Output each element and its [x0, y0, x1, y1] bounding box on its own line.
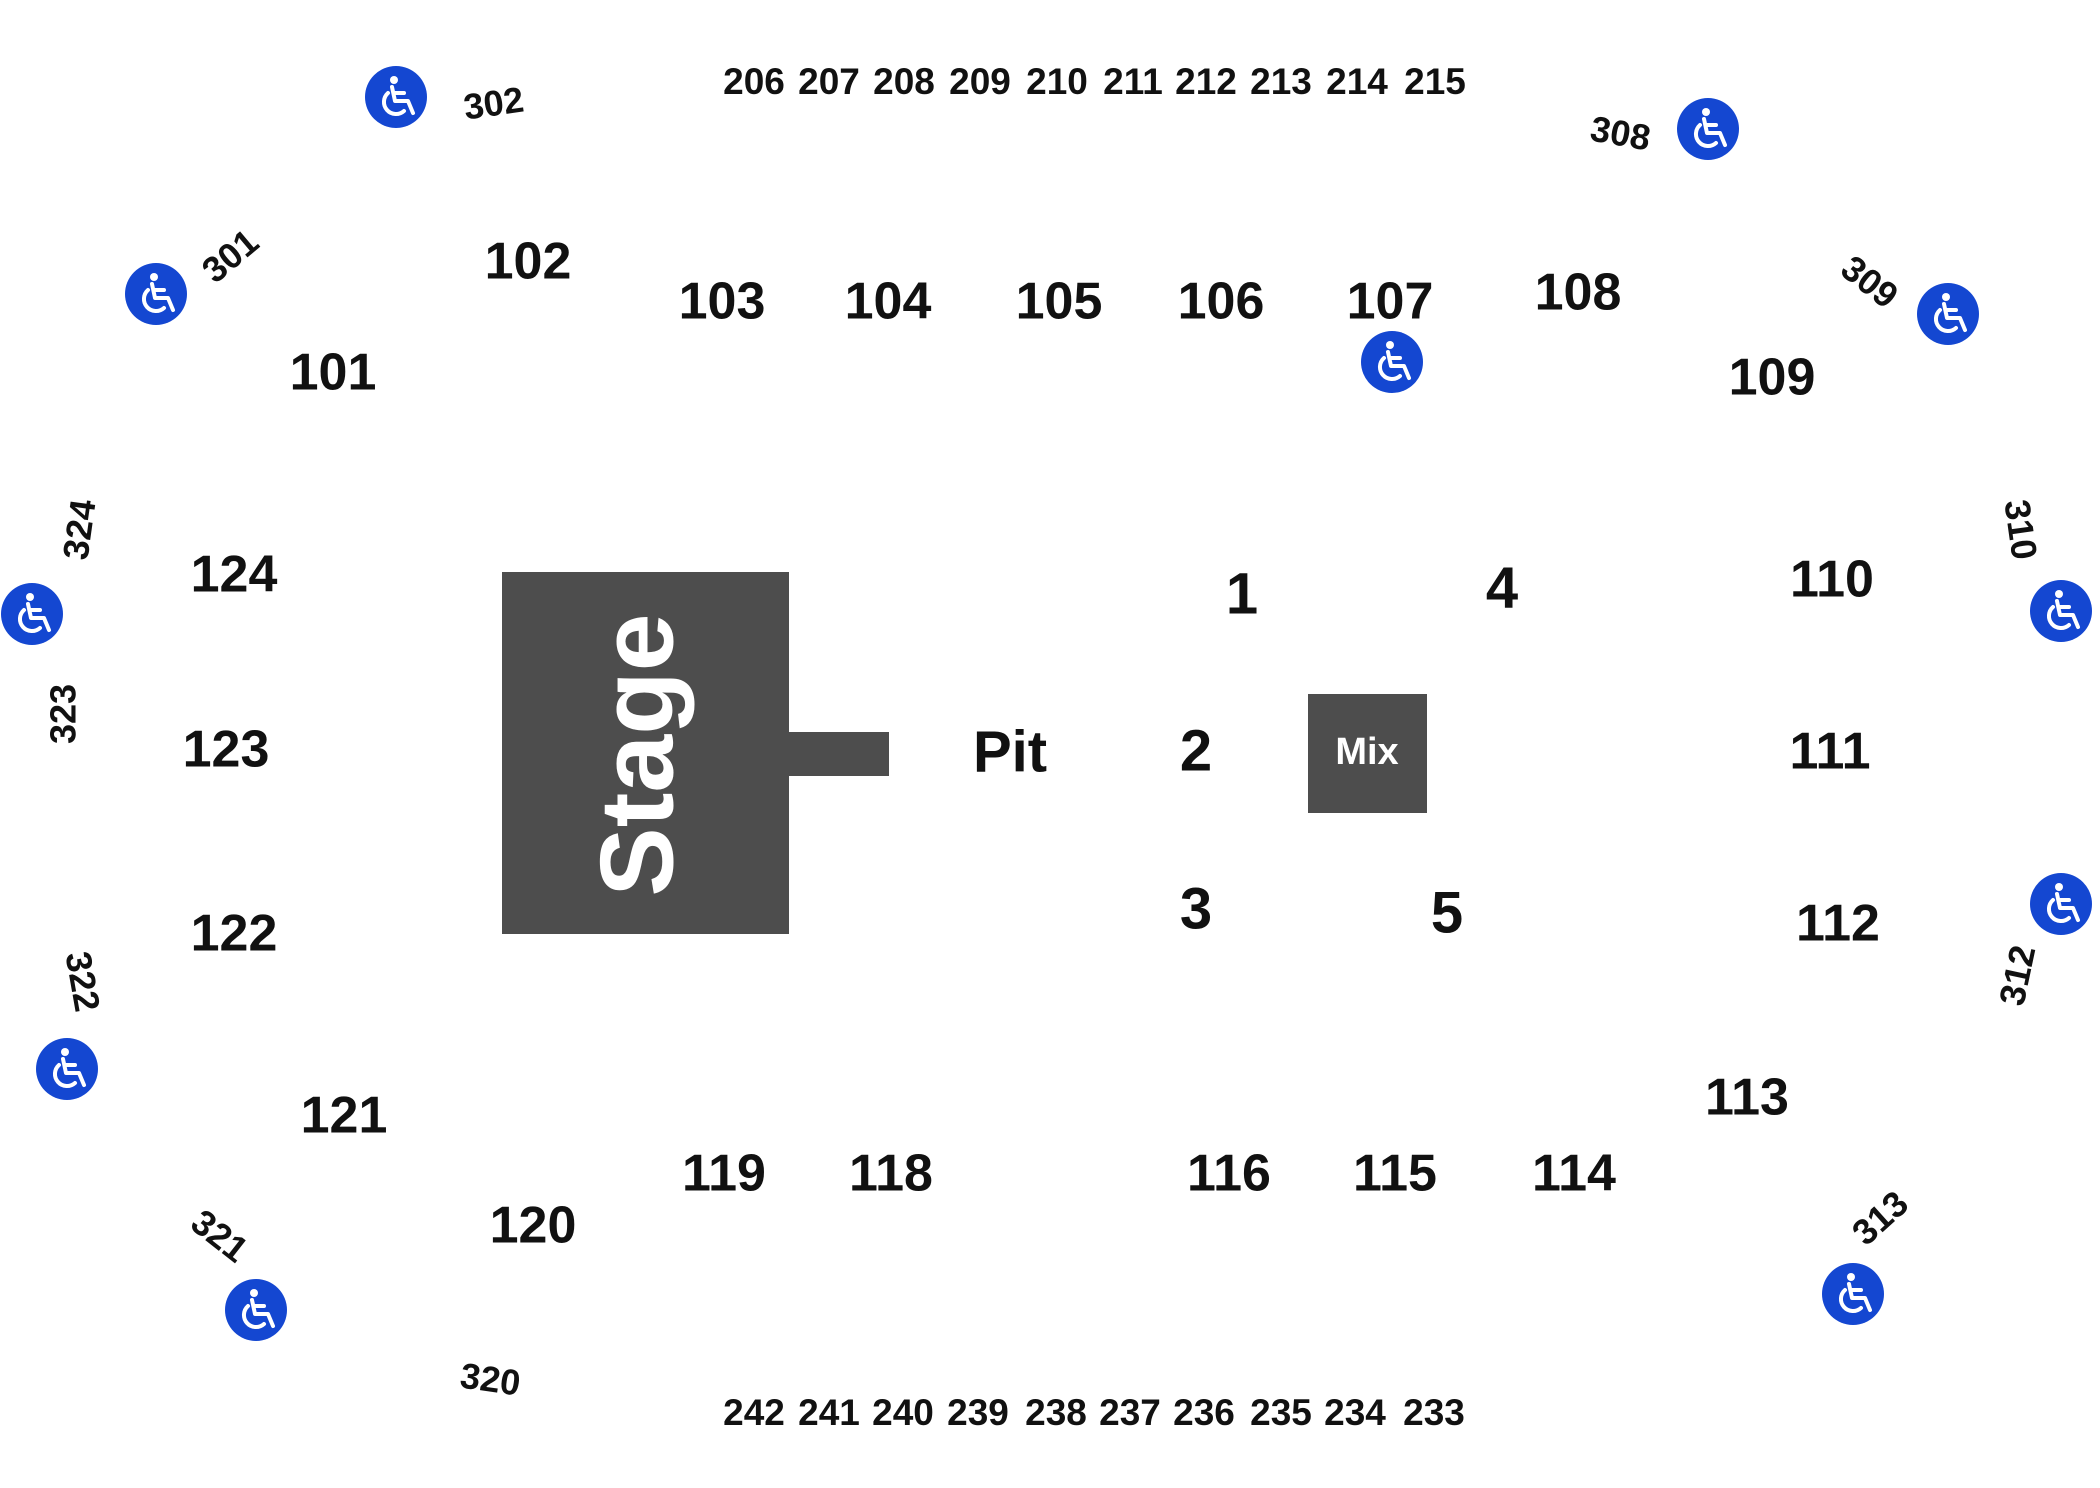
section-113[interactable]: 113	[1705, 1069, 1789, 1127]
stage-block	[502, 572, 789, 934]
section-237[interactable]: 237	[1099, 1392, 1161, 1433]
wheelchair-icon	[223, 1277, 289, 1343]
section-102[interactable]: 102	[485, 233, 572, 291]
section-308[interactable]: 308	[1587, 108, 1653, 159]
section-122[interactable]: 122	[191, 905, 278, 963]
section-240[interactable]: 240	[872, 1392, 934, 1433]
section-206[interactable]: 206	[723, 61, 785, 102]
wheelchair-icon	[0, 581, 65, 647]
section-310[interactable]: 310	[1996, 497, 2045, 562]
section-114[interactable]: 114	[1532, 1145, 1616, 1203]
stage[interactable]: Stage	[502, 572, 889, 934]
section-109[interactable]: 109	[1729, 349, 1816, 407]
section-105[interactable]: 105	[1016, 273, 1103, 331]
section-103[interactable]: 103	[679, 273, 766, 331]
section-106[interactable]: 106	[1178, 273, 1265, 331]
wheelchair-icon	[34, 1036, 100, 1102]
section-211[interactable]: 211	[1103, 61, 1163, 102]
section-119[interactable]: 119	[682, 1145, 766, 1203]
mix-position: Mix	[1308, 694, 1427, 813]
section-214[interactable]: 214	[1326, 61, 1388, 102]
section-floor-3[interactable]: 3	[1180, 876, 1212, 941]
wheelchair-icon	[363, 64, 429, 130]
section-pit[interactable]: Pit	[973, 719, 1047, 784]
section-309[interactable]: 309	[1834, 247, 1907, 316]
section-101[interactable]: 101	[290, 344, 377, 402]
section-104[interactable]: 104	[845, 273, 932, 331]
section-124[interactable]: 124	[191, 546, 278, 604]
section-301[interactable]: 301	[194, 221, 266, 291]
section-234[interactable]: 234	[1324, 1392, 1386, 1433]
section-110[interactable]: 110	[1790, 551, 1874, 609]
stage-label: Stage	[579, 613, 695, 896]
stage-thrust	[789, 732, 889, 776]
mix-label: Mix	[1335, 731, 1398, 773]
section-107[interactable]: 107	[1347, 273, 1434, 331]
section-210[interactable]: 210	[1026, 61, 1088, 102]
wheelchair-icon	[123, 261, 189, 327]
section-208[interactable]: 208	[873, 61, 935, 102]
section-320[interactable]: 320	[458, 1355, 523, 1404]
section-235[interactable]: 235	[1250, 1392, 1312, 1433]
section-241[interactable]: 241	[798, 1392, 860, 1433]
section-323[interactable]: 323	[43, 684, 84, 744]
section-313[interactable]: 313	[1844, 1182, 1916, 1253]
section-floor-2[interactable]: 2	[1180, 718, 1212, 783]
section-118[interactable]: 118	[849, 1145, 933, 1203]
section-312[interactable]: 312	[1991, 942, 2044, 1009]
section-207[interactable]: 207	[798, 61, 860, 102]
upper-200-top-row: 206 207 208 209 210 211 212 213 214 215	[723, 61, 1466, 102]
section-209[interactable]: 209	[949, 61, 1011, 102]
section-116[interactable]: 116	[1187, 1145, 1271, 1203]
section-floor-4[interactable]: 4	[1486, 555, 1518, 620]
section-123[interactable]: 123	[183, 721, 270, 779]
section-213[interactable]: 213	[1250, 61, 1312, 102]
section-108[interactable]: 108	[1535, 264, 1622, 322]
section-233[interactable]: 233	[1403, 1392, 1465, 1433]
section-239[interactable]: 239	[947, 1392, 1009, 1433]
section-112[interactable]: 112	[1796, 895, 1880, 953]
section-floor-5[interactable]: 5	[1431, 880, 1463, 945]
section-242[interactable]: 242	[723, 1392, 785, 1433]
section-111[interactable]: 111	[1789, 723, 1870, 781]
wheelchair-icon	[1675, 96, 1741, 162]
wheelchair-icon	[2028, 578, 2094, 644]
section-321[interactable]: 321	[184, 1201, 257, 1270]
upper-200-bottom-row: 242 241 240 239 238 237 236 235 234 233	[723, 1392, 1465, 1433]
section-120[interactable]: 120	[490, 1197, 577, 1255]
section-322[interactable]: 322	[58, 948, 109, 1014]
section-215[interactable]: 215	[1404, 61, 1466, 102]
section-115[interactable]: 115	[1353, 1145, 1437, 1203]
section-236[interactable]: 236	[1173, 1392, 1235, 1433]
section-324[interactable]: 324	[55, 497, 104, 562]
wheelchair-icon	[1915, 281, 1981, 347]
wheelchair-icon	[1820, 1261, 1886, 1327]
wheelchair-icon	[1359, 329, 1425, 395]
mix-block	[1308, 694, 1427, 813]
section-238[interactable]: 238	[1025, 1392, 1087, 1433]
section-212[interactable]: 212	[1175, 61, 1237, 102]
section-302[interactable]: 302	[461, 79, 526, 128]
section-floor-1[interactable]: 1	[1226, 561, 1258, 626]
section-121[interactable]: 121	[301, 1087, 388, 1145]
wheelchair-icon	[2028, 871, 2094, 937]
